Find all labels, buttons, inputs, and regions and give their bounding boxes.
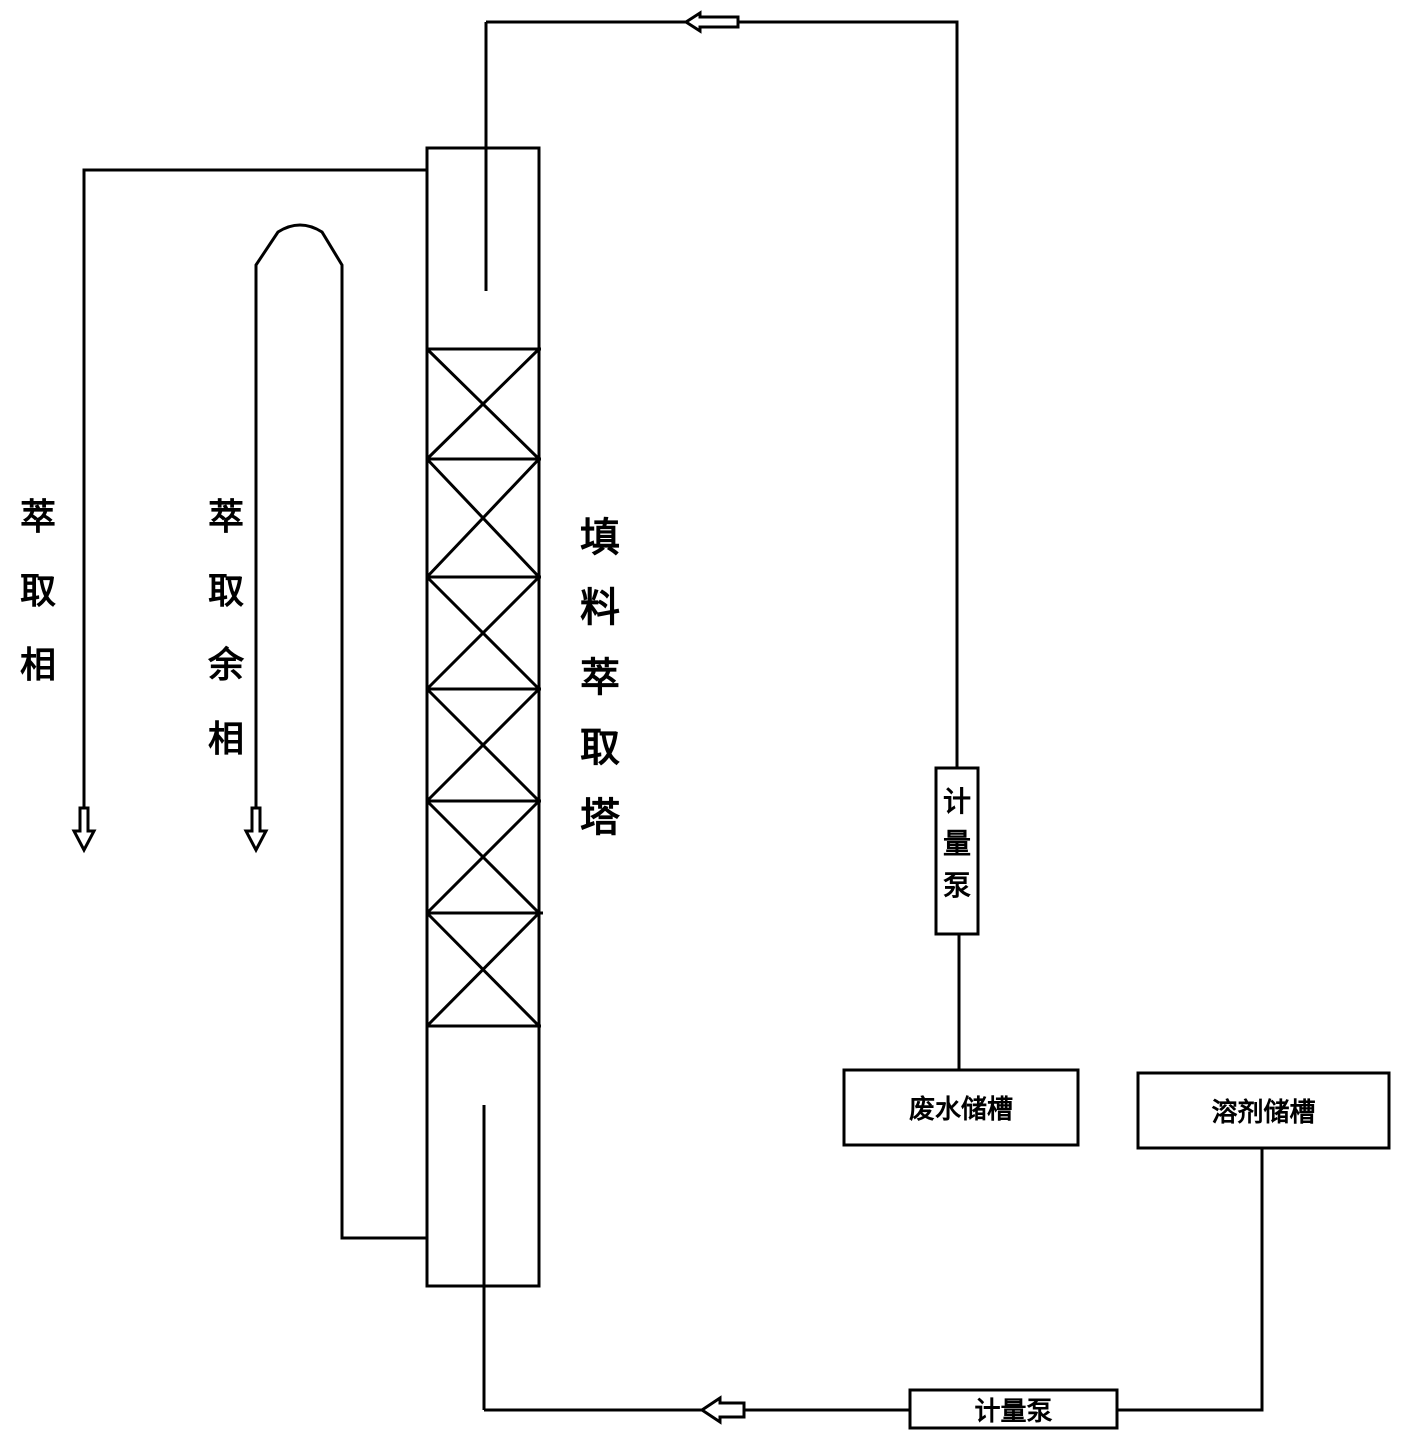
extract-phase-label: 萃 取 相 [18,500,58,722]
solvent-tank [1136,1071,1391,1150]
pump-label-char: 计 [942,785,971,818]
column-label-char: 取 [580,725,620,771]
raffinate-phase-label: 萃 取 余 相 [206,500,246,796]
solvent-tank-label: 溶剂储槽 [1211,1098,1316,1128]
wastewater-feed-pipe [486,20,959,768]
extraction-column [425,146,541,1288]
flow-arrow-left-icon [699,1395,746,1425]
flow-arrow-down-icon [71,806,97,854]
column-label-char: 塔 [580,795,620,841]
metering-pump-solvent [908,1388,1119,1430]
packing-section [425,687,541,803]
solvent-feed-pipe [1117,1148,1264,1412]
extract-phase-char: 萃 [19,497,56,538]
packing-section [425,911,543,1028]
packing-section [425,457,541,579]
pump-label-char: 量 [942,827,971,860]
column-label-char: 料 [580,585,620,631]
column-label: 填 料 萃 取 塔 [577,518,623,868]
raffinate-phase-char: 萃 [207,497,244,538]
metering-pump-wastewater [934,766,980,936]
wastewater-tank [842,1068,1080,1147]
column-label-char: 萃 [580,655,620,701]
raffinate-phase-char: 余 [207,645,244,686]
extract-phase-char: 相 [19,645,56,686]
packing-sections [425,347,543,1028]
raffinate-phase-char: 取 [207,571,244,612]
extract-phase-char: 取 [19,571,56,612]
packing-section [425,347,541,461]
raffinate-phase-char: 相 [207,719,244,760]
solvent-pump-label: 计量泵 [974,1396,1053,1427]
packing-section [425,799,541,915]
flow-arrow-left-icon [683,10,740,34]
wastewater-pump-label: 计 量 泵 [938,788,976,914]
pump-label-char: 泵 [942,869,971,902]
packing-section [425,575,541,691]
column-label-char: 填 [580,515,620,561]
raffinate-phase-pipe [254,223,427,1240]
extract-phase-pipe [82,168,427,808]
wastewater-tank-label: 废水储槽 [908,1095,1013,1125]
flow-arrow-down-icon [243,806,269,854]
